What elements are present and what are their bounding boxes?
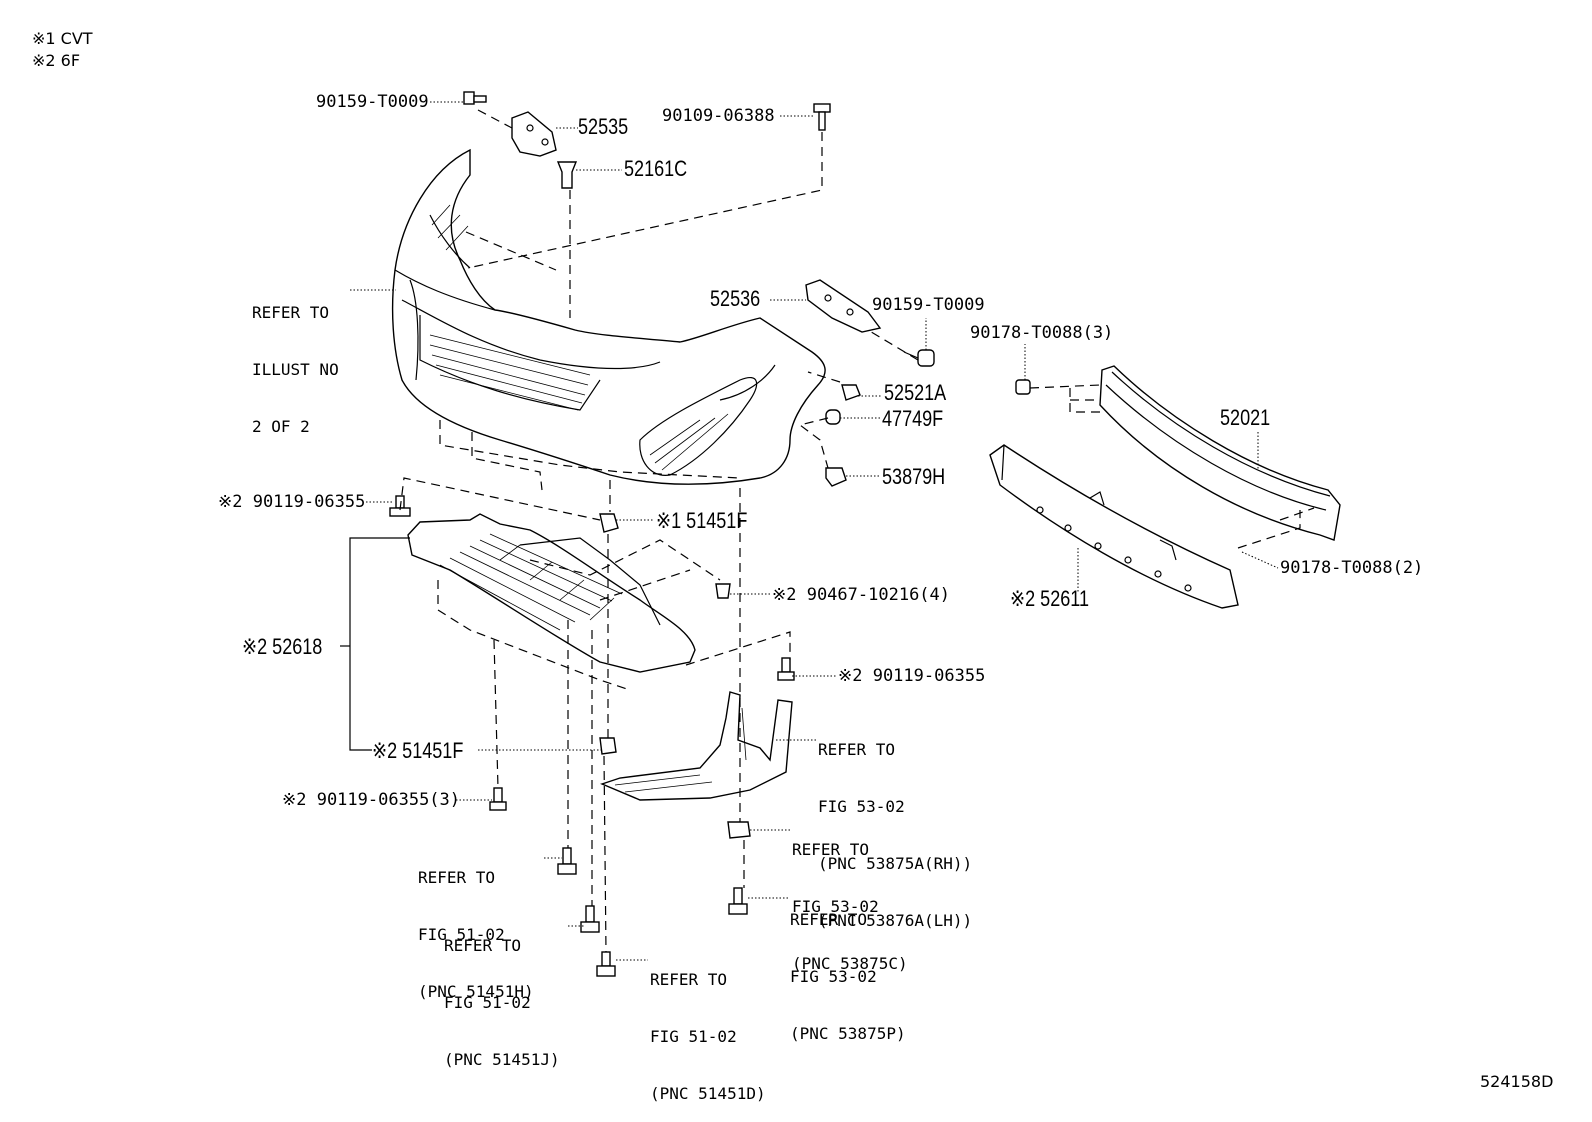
- part-label-47749F: 47749F: [882, 406, 944, 431]
- ref-line: FIG 53-02: [818, 797, 905, 816]
- ref-line: (PNC 53875A(RH)): [818, 854, 973, 873]
- ref-line: REFER TO: [650, 970, 728, 989]
- ref-line: ILLUST NO: [252, 360, 339, 379]
- ref-illust-2-of-2: REFER TO ILLUST NO 2 OF 2: [252, 265, 339, 455]
- ref-line: 2 OF 2: [252, 417, 310, 436]
- bolt-icon-90109: [813, 103, 831, 131]
- fender-liner-drawing: [600, 691, 793, 801]
- part-label-52521A: 52521A: [884, 380, 947, 405]
- part-label-90109: 90109-06388: [662, 106, 775, 126]
- ref-line: REFER TO: [418, 868, 496, 887]
- bolt-icon-90159-top: [463, 91, 487, 105]
- clip-icon-51451F-a: [599, 513, 619, 533]
- part-label-52021: 52021: [1220, 405, 1271, 430]
- bracket-52536-drawing: [805, 279, 882, 333]
- clip-icon-52161C: [556, 161, 578, 189]
- part-label-90119-c: ※2 90119-06355(3): [282, 790, 461, 810]
- leader-lines: [350, 101, 1279, 961]
- part-label-51451F-a: ※1 51451F: [656, 508, 748, 533]
- ref-line: REFER TO: [252, 303, 330, 322]
- ref-line: (PNC 51451J): [444, 1050, 560, 1069]
- ref-line: FIG 51-02: [650, 1027, 737, 1046]
- bolt-icon-51451J: [580, 905, 600, 933]
- assembly-lines: [399, 109, 1315, 953]
- bracket-52535-drawing: [511, 111, 557, 157]
- ref-line: (PNC 53875C): [792, 954, 908, 973]
- part-label-90178-3: 90178-T0088(3): [970, 323, 1114, 343]
- note-6f: ※2 6F: [32, 51, 81, 70]
- ref-fig-51-02-h: REFER TO FIG 51-02 (PNC 51451H): [418, 830, 534, 1020]
- part-label-53879H: 53879H: [882, 464, 946, 489]
- bolt-icon-53875P: [728, 887, 748, 915]
- clip-icon-51451F-b: [599, 737, 617, 755]
- note-cvt: ※1 CVT: [32, 29, 93, 48]
- part-label-52161C: 52161C: [624, 156, 688, 181]
- bolt-icon-51451D: [596, 951, 616, 977]
- part-label-90119-b: ※2 90119-06355: [838, 666, 986, 686]
- ref-line: REFER TO: [792, 840, 870, 859]
- clip-icon-53875C: [727, 821, 751, 839]
- part-label-90159-top: 90159-T0009: [316, 92, 429, 112]
- part-label-52611: ※2 52611: [1010, 586, 1089, 611]
- clip-icon-52521A: [841, 384, 861, 401]
- part-label-52535: 52535: [578, 114, 629, 139]
- reinforcement-52021-drawing: [1099, 365, 1341, 541]
- part-label-90178-2: 90178-T0088(2): [1280, 558, 1424, 578]
- parts-diagram: [340, 91, 1341, 977]
- ref-line: REFER TO: [444, 936, 522, 955]
- ref-line: (PNC 53876A(LH)): [818, 911, 973, 930]
- ref-fig-53-02-a: REFER TO FIG 53-02 (PNC 53875A(RH)) (PNC…: [818, 702, 972, 949]
- ref-line: (PNC 53875P): [790, 1024, 906, 1043]
- part-label-52618: ※2 52618: [242, 634, 323, 659]
- bolt-icon-90119-b: [777, 657, 795, 681]
- bolt-icon-90119-c: [489, 787, 507, 811]
- ref-line: (PNC 51451H): [418, 982, 534, 1001]
- clip-icon-53879H: [825, 467, 847, 487]
- group-bracket-52618: [349, 537, 410, 751]
- clip-icon-90467: [715, 583, 731, 599]
- nut-icon-47749F: [825, 409, 841, 425]
- part-label-52536: 52536: [710, 286, 761, 311]
- part-label-90159-mid: 90159-T0009: [872, 295, 985, 315]
- ref-fig-51-02-j: REFER TO FIG 51-02 (PNC 51451J): [444, 898, 560, 1088]
- ref-fig-51-02-d: REFER TO FIG 51-02 (PNC 51451D): [650, 932, 766, 1122]
- bolt-icon-90159-mid: [903, 349, 935, 367]
- ref-line: REFER TO: [790, 910, 868, 929]
- ref-line: FIG 53-02: [790, 967, 877, 986]
- ref-line: (PNC 51451D): [650, 1084, 766, 1103]
- ref-line: REFER TO: [818, 740, 896, 759]
- ref-fig-53-02-c: REFER TO FIG 53-02 (PNC 53875P): [790, 872, 906, 1062]
- nut-icon-90178-top: [1015, 379, 1031, 395]
- figure-code: 524158D: [1480, 1072, 1554, 1091]
- part-label-90467: ※2 90467-10216(4): [772, 585, 951, 605]
- under-cover-52618-drawing: [407, 513, 696, 673]
- bolt-icon-51451H: [557, 847, 577, 875]
- bumper-cover-drawing: [391, 148, 826, 485]
- ref-line: FIG 51-02: [444, 993, 531, 1012]
- ref-line: FIG 51-02: [418, 925, 505, 944]
- ref-fig-53-02-b: REFER TO FIG 53-02 (PNC 53875C): [792, 802, 908, 992]
- part-label-90119-a: ※2 90119-06355: [218, 492, 366, 512]
- absorber-52611-drawing: [989, 444, 1239, 609]
- ref-line: FIG 53-02: [792, 897, 879, 916]
- part-label-51451F-b: ※2 51451F: [372, 738, 464, 763]
